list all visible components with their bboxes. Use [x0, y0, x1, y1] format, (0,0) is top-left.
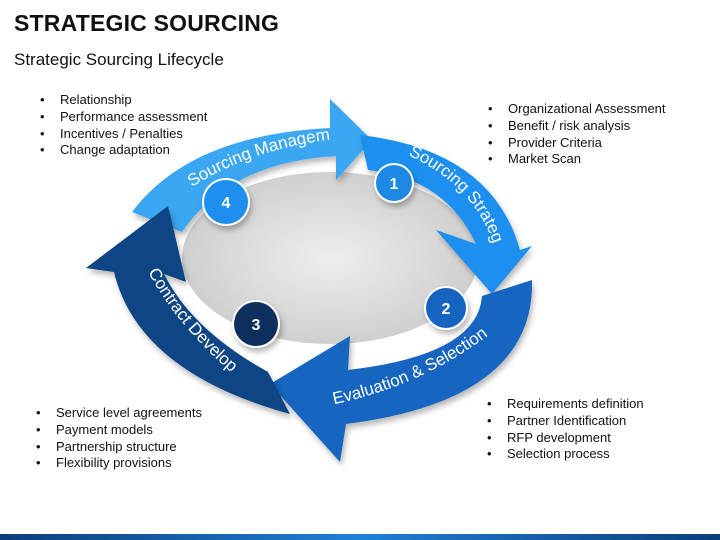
list-item: Payment models [32, 422, 202, 439]
list-item: Relationship [36, 92, 207, 109]
stage-4-badge: 4 [202, 178, 250, 226]
stage-4-arrow [132, 99, 372, 232]
list-item: Performance assessment [36, 109, 207, 126]
stage-2-badge: 2 [424, 286, 468, 330]
list-item: Incentives / Penalties [36, 126, 207, 143]
list-item: RFP development [483, 430, 644, 447]
stage-1-bullet-list: Organizational Assessment Benefit / risk… [484, 101, 666, 168]
list-item: Flexibility provisions [32, 455, 202, 472]
stage-1-badge: 1 [374, 163, 414, 203]
stage-3-arrow [86, 206, 290, 414]
list-item: Selection process [483, 446, 644, 463]
list-item: Benefit / risk analysis [484, 118, 666, 135]
footer-bar [0, 534, 720, 540]
page-subtitle: Strategic Sourcing Lifecycle [14, 50, 224, 69]
list-item: Service level agreements [32, 405, 202, 422]
stage-4-number: 4 [222, 195, 231, 212]
list-item: Organizational Assessment [484, 101, 666, 118]
stage-3-number: 3 [252, 317, 261, 334]
stage-3-bullet-list: Service level agreements Payment models … [32, 405, 202, 472]
list-item: Market Scan [484, 151, 666, 168]
list-item: Partner Identification [483, 413, 644, 430]
list-item: Provider Criteria [484, 135, 666, 152]
stage-2-arrow [270, 280, 533, 462]
list-item: Requirements definition [483, 396, 644, 413]
stage-4-bullet-list: Relationship Performance assessment Ince… [36, 92, 207, 159]
list-item: Change adaptation [36, 142, 207, 159]
stage-2-number: 2 [442, 301, 451, 318]
stage-3-badge: 3 [232, 300, 280, 348]
stage-2-bullet-list: Requirements definition Partner Identifi… [483, 396, 644, 463]
stage-1-number: 1 [390, 176, 399, 193]
page-title: STRATEGIC SOURCING [14, 10, 280, 36]
list-item: Partnership structure [32, 439, 202, 456]
